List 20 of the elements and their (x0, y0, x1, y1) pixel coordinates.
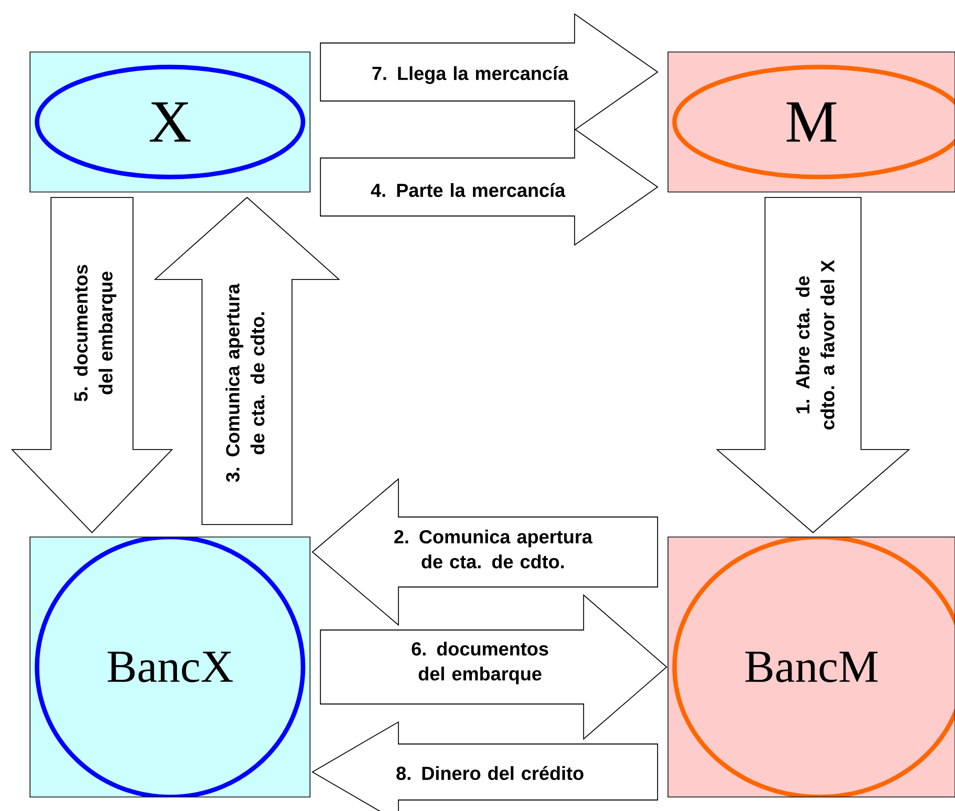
edge-label: 5. documentos del embarque (74, 264, 116, 402)
edge-label: 7. Llega la mercancía (372, 66, 568, 84)
bank-box: M (668, 52, 955, 192)
block-arrow (716, 196, 910, 534)
block-arrow (154, 196, 340, 526)
edge-label: 6. documentos del embarque (412, 642, 548, 684)
block-arrow (320, 13, 658, 131)
block-arrow (312, 478, 658, 626)
bank-box: BancX (30, 536, 310, 798)
block-arrow (320, 128, 658, 246)
block-arrow (10, 196, 174, 534)
edge-label: 3. Comunica apertura de cta. de cdto. (226, 284, 264, 482)
bank-box: BancM (668, 536, 955, 798)
bank-box: X (30, 52, 310, 192)
edge-label: 4. Parte la mercancía (370, 182, 566, 198)
edge-label: 2. Comunica apertura de cta. de cdto. (394, 530, 592, 568)
block-arrow (320, 594, 668, 740)
edge-label: 8. Dinero del crédito (396, 766, 584, 780)
block-arrow (312, 721, 658, 811)
edge-label: 1. Abre cta. de cdto. a favor del X (796, 260, 834, 430)
